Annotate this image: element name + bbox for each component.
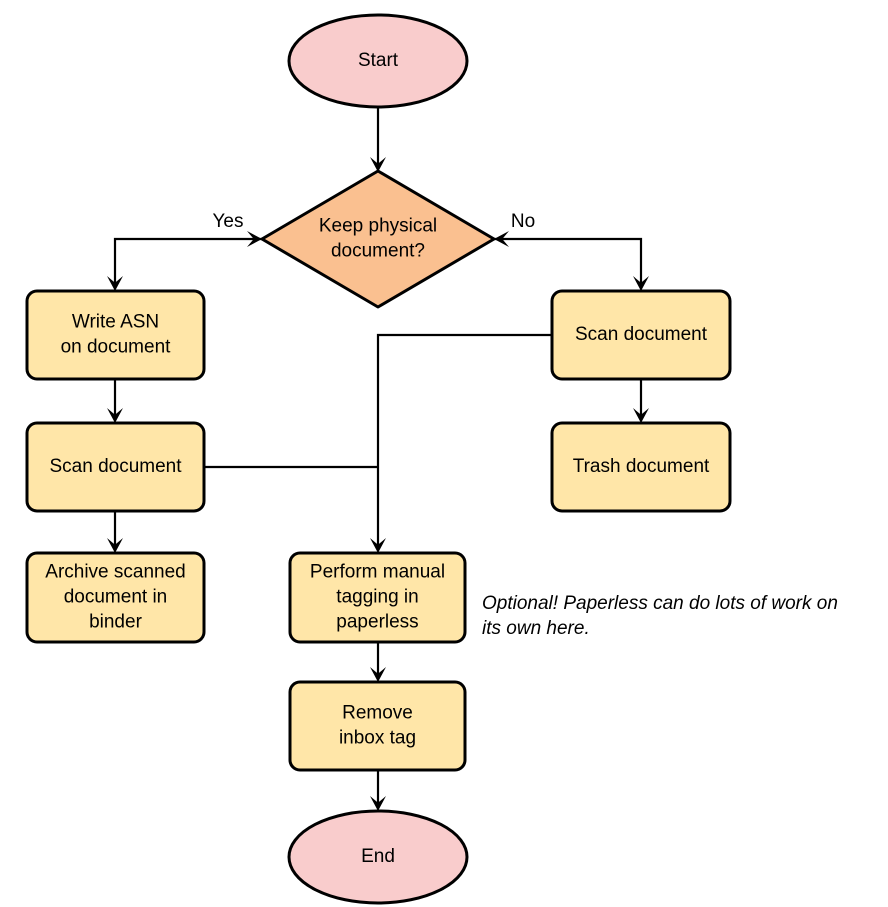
node-shape-remove-inbox-tag[interactable]: [288, 680, 467, 772]
node-start[interactable]: Start: [287, 13, 469, 109]
node-label-keep-physical-document: Keep physical: [319, 216, 437, 237]
node-archive-scanned-document-in-binder[interactable]: Archive scanned document in binder: [25, 551, 206, 644]
node-label-write-asn-on-document: Write ASN: [72, 312, 159, 333]
node-shape-scan-document-left[interactable]: [25, 421, 206, 513]
annotation-line: its own here.: [482, 618, 590, 639]
node-end[interactable]: End: [287, 809, 469, 905]
node-label-write-asn-on-document: on document: [61, 337, 172, 358]
edge-scan-document-right-to-tagging: [370, 333, 552, 553]
node-trash-document[interactable]: Trash document: [550, 421, 732, 513]
node-remove-inbox-tag[interactable]: Remove inbox tag: [288, 680, 467, 772]
annotation-line: Optional! Paperless can do lots of work …: [482, 593, 838, 614]
edge-decision-yes-to-write-asn: Yes: [107, 211, 262, 291]
node-scan-document-right[interactable]: Scan document: [550, 289, 732, 381]
edge-label-decision-yes-to-write-asn: Yes: [213, 211, 244, 232]
node-label-perform-manual-tagging-in-paperless: Perform manual: [310, 562, 445, 583]
node-label-start: Start: [358, 50, 399, 71]
edge-write-asn-to-scan-document-left: [107, 379, 123, 423]
node-perform-manual-tagging-in-paperless[interactable]: Perform manual tagging in paperless: [288, 551, 467, 644]
node-label-trash-document: Trash document: [573, 456, 710, 477]
annotations-layer: Optional! Paperless can do lots of work …: [482, 593, 838, 639]
node-shape-trash-document[interactable]: [550, 421, 732, 513]
node-label-perform-manual-tagging-in-paperless: paperless: [336, 612, 418, 633]
node-shape-perform-manual-tagging-in-paperless[interactable]: [288, 551, 467, 644]
node-label-scan-document-left: Scan document: [49, 456, 182, 477]
annotation-optional-note: Optional! Paperless can do lots of work …: [482, 593, 838, 639]
edge-scan-document-left-to-archive: [107, 511, 123, 553]
node-shape-end[interactable]: [287, 809, 469, 905]
node-keep-physical-document[interactable]: Keep physical document?: [260, 169, 496, 309]
node-shape-write-asn-on-document[interactable]: [25, 289, 206, 381]
edge-remove-inbox-tag-to-end: [370, 770, 386, 811]
node-shape-archive-scanned-document-in-binder[interactable]: [25, 551, 206, 644]
node-label-remove-inbox-tag: Remove: [342, 703, 413, 724]
node-write-asn-on-document[interactable]: Write ASN on document: [25, 289, 206, 381]
node-label-keep-physical-document: document?: [331, 241, 425, 262]
node-label-remove-inbox-tag: inbox tag: [339, 728, 416, 749]
edge-decision-no-to-scan-document-right: No: [494, 211, 649, 291]
edge-scan-document-right-to-trash: [633, 379, 649, 423]
node-label-end: End: [361, 846, 395, 867]
node-label-archive-scanned-document-in-binder: binder: [89, 612, 142, 633]
node-label-archive-scanned-document-in-binder: Archive scanned: [45, 562, 185, 583]
node-shape-start[interactable]: [287, 13, 469, 109]
node-shape-keep-physical-document[interactable]: [260, 169, 496, 309]
node-scan-document-left[interactable]: Scan document: [25, 421, 206, 513]
edges-layer: Yes No: [107, 107, 649, 811]
edge-tagging-to-remove-inbox-tag: [370, 642, 386, 682]
node-shape-scan-document-right[interactable]: [550, 289, 732, 381]
node-label-scan-document-right: Scan document: [575, 324, 708, 345]
node-label-archive-scanned-document-in-binder: document in: [64, 587, 168, 608]
node-label-perform-manual-tagging-in-paperless: tagging in: [336, 587, 418, 608]
edge-start-to-decision: [370, 107, 386, 172]
edge-label-decision-no-to-scan-document-right: No: [511, 211, 535, 232]
